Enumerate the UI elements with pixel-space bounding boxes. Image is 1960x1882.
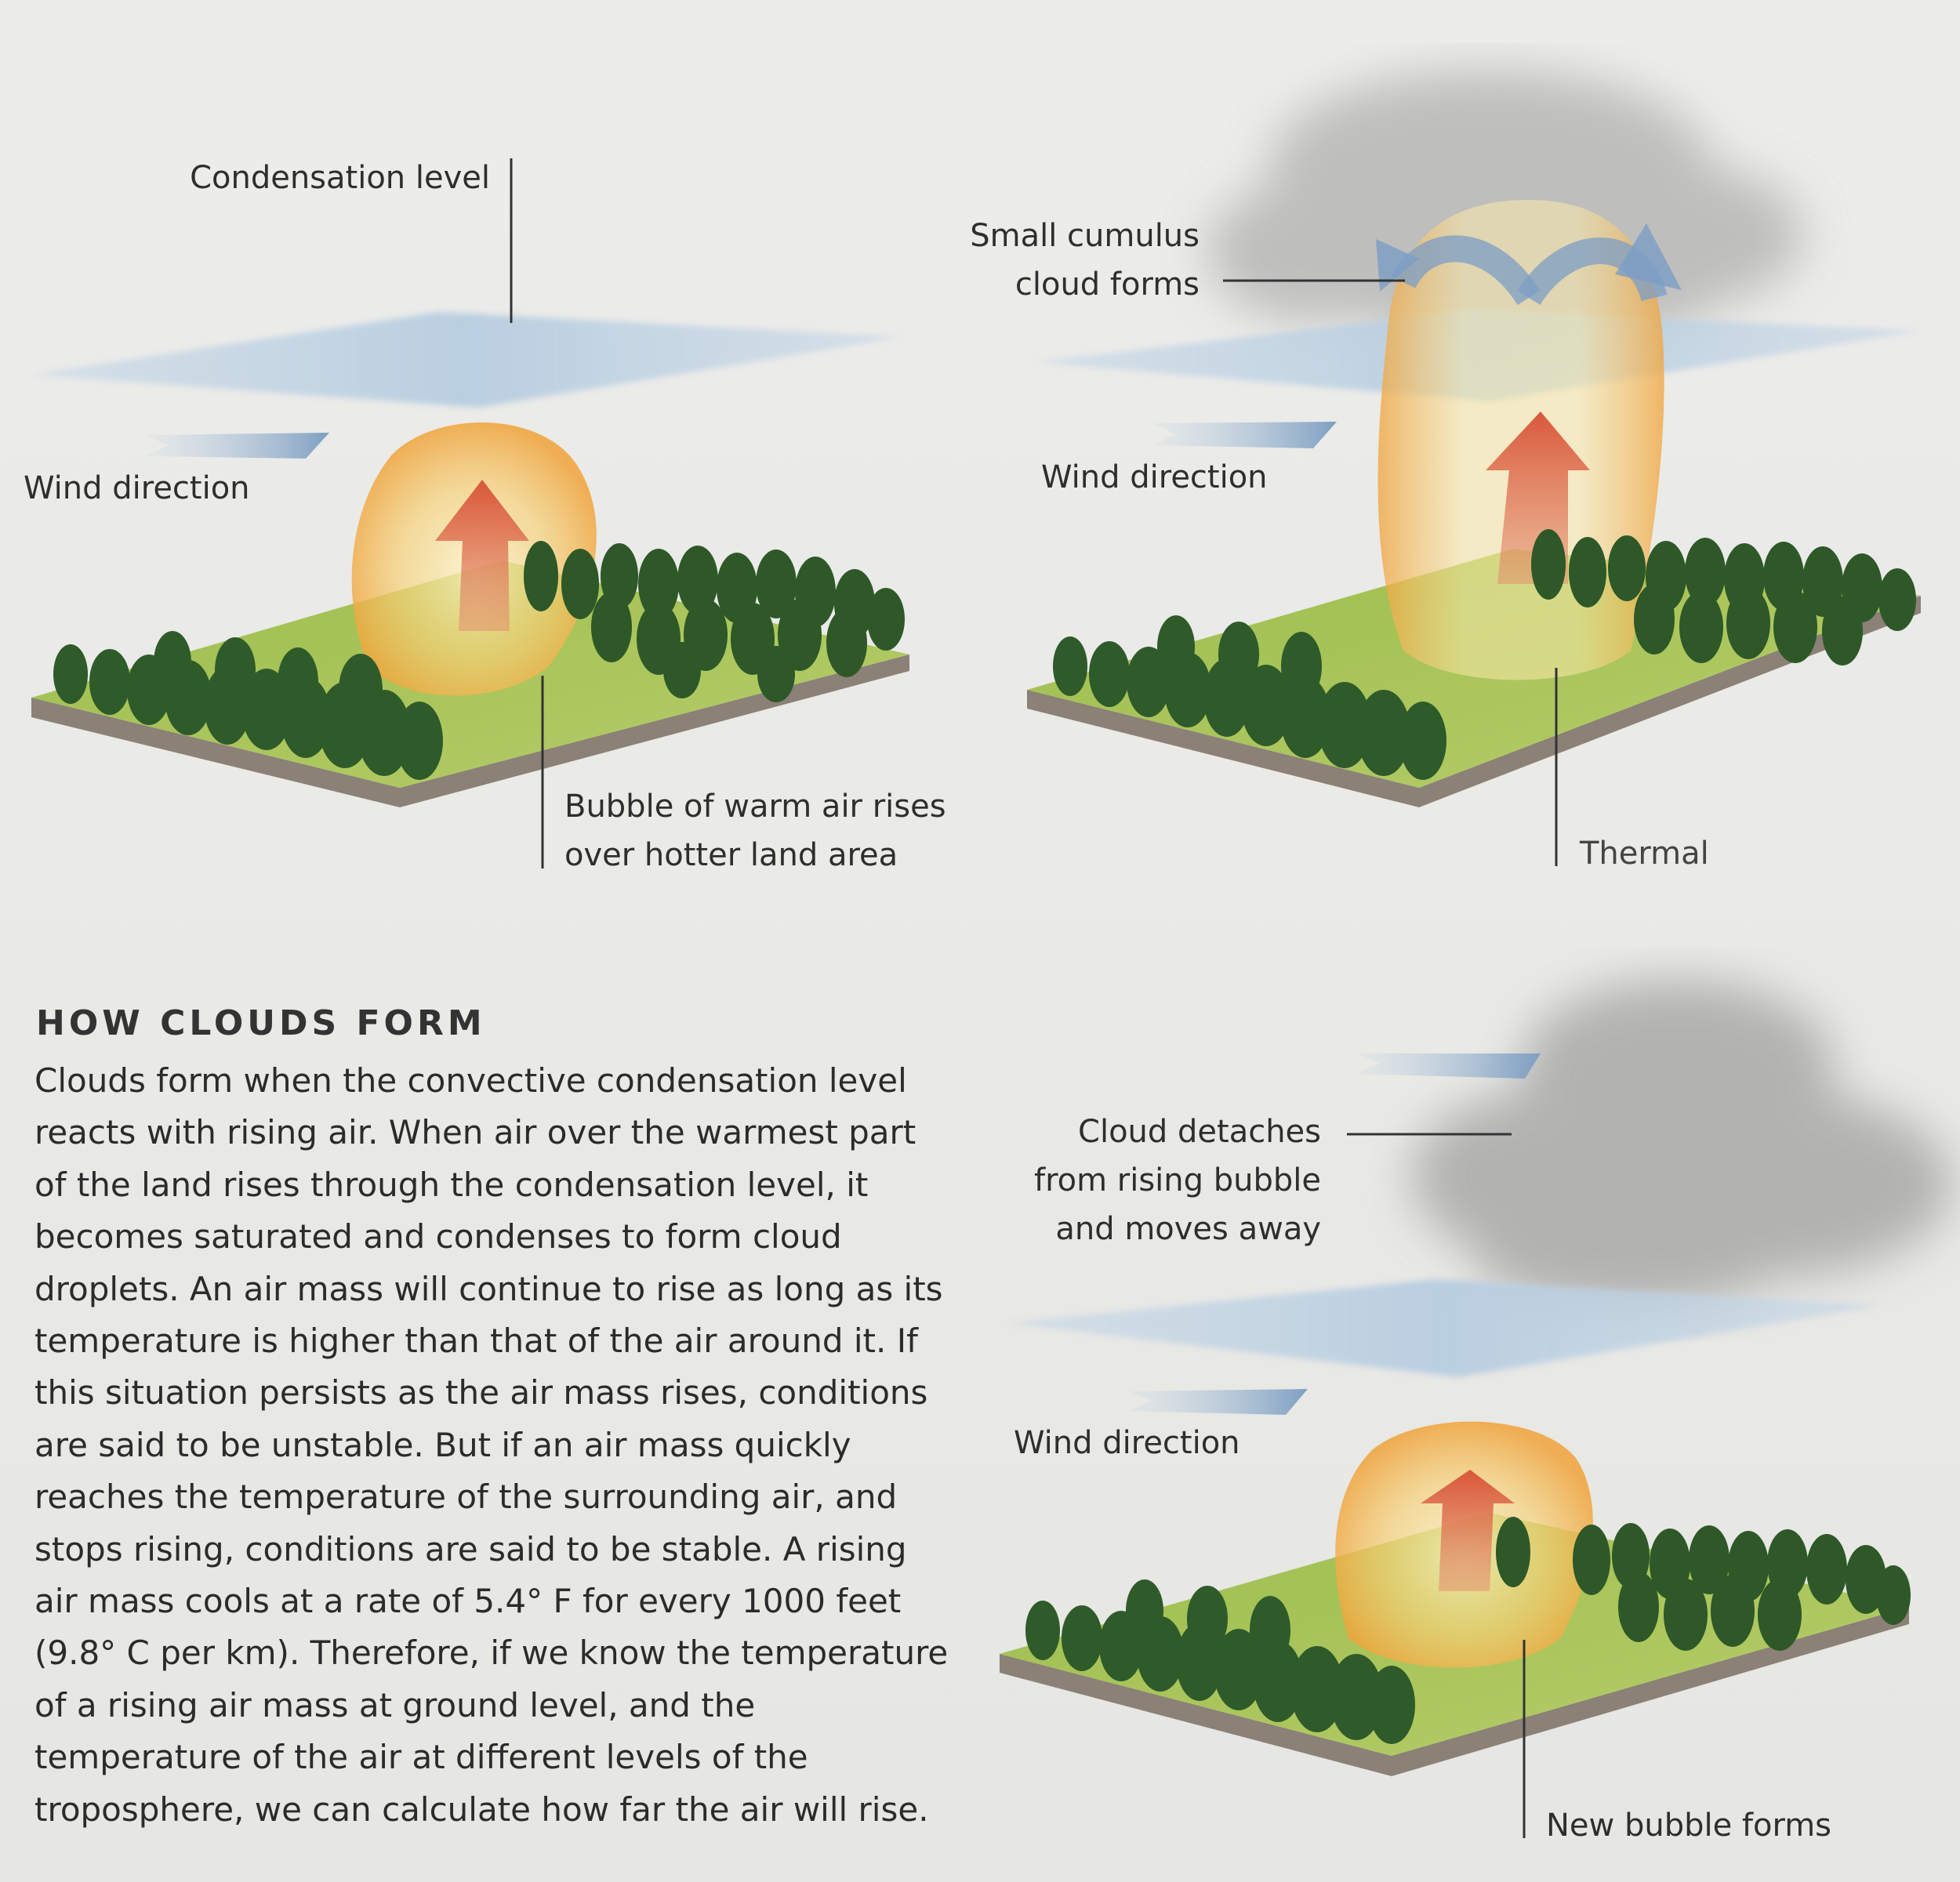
- cloud-detaches-label: Cloud detaches from rising bubble and mo…: [1033, 1114, 1321, 1247]
- trees-right: [524, 541, 905, 702]
- detached-cloud: [1411, 980, 1952, 1309]
- new-bubble-forms-label: New bubble forms: [1546, 1808, 1832, 1844]
- condensation-level-plane-3: [1007, 1279, 1882, 1377]
- wind-direction-arrow-3: [1129, 1389, 1308, 1415]
- condensation-level-plane: [31, 312, 902, 408]
- rising-air-arrow: [435, 480, 529, 631]
- rising-air-arrow-2: [1486, 412, 1590, 584]
- trees-right-2: [1531, 529, 1916, 665]
- condensation-level-label: Condensation level: [190, 160, 490, 196]
- panel-3-illustration: [1000, 980, 1952, 1838]
- section-heading: HOW CLOUDS FORM: [36, 1003, 486, 1043]
- land-soil-edge: [31, 655, 909, 807]
- panel-2-illustration: [1027, 71, 1921, 866]
- wind-direction-arrow-2: [1152, 422, 1337, 448]
- wind-direction-label-3: Wind direction: [1014, 1425, 1240, 1461]
- trees-left-2: [1053, 615, 1446, 780]
- wind-direction-arrow-upper: [1356, 1053, 1541, 1079]
- land-soil-edge-3: [1000, 1607, 1909, 1776]
- trees-right-3: [1496, 1517, 1911, 1651]
- wind-direction-label-1: Wind direction: [24, 470, 250, 506]
- swirl-arrowhead-left: [1376, 239, 1419, 292]
- bubble-warm-air-label: Bubble of warm air rises over hotter lan…: [564, 789, 946, 873]
- trees-left-3: [1025, 1579, 1415, 1744]
- wind-direction-arrow: [145, 433, 329, 459]
- land-soil-edge-2: [1027, 596, 1921, 807]
- panel-1-illustration: [31, 158, 909, 868]
- body-paragraph: Clouds form when the convective condensa…: [34, 1061, 949, 1829]
- trees-left: [53, 631, 443, 780]
- swirl-arrow-left: [1391, 235, 1541, 306]
- small-cumulus-label: Small cumulus cloud forms: [970, 218, 1200, 303]
- swirl-arrowhead-right: [1615, 223, 1682, 290]
- wind-direction-label-2: Wind direction: [1041, 459, 1268, 495]
- rising-air-arrow-3: [1421, 1470, 1515, 1591]
- thermal-label: Thermal: [1580, 836, 1709, 872]
